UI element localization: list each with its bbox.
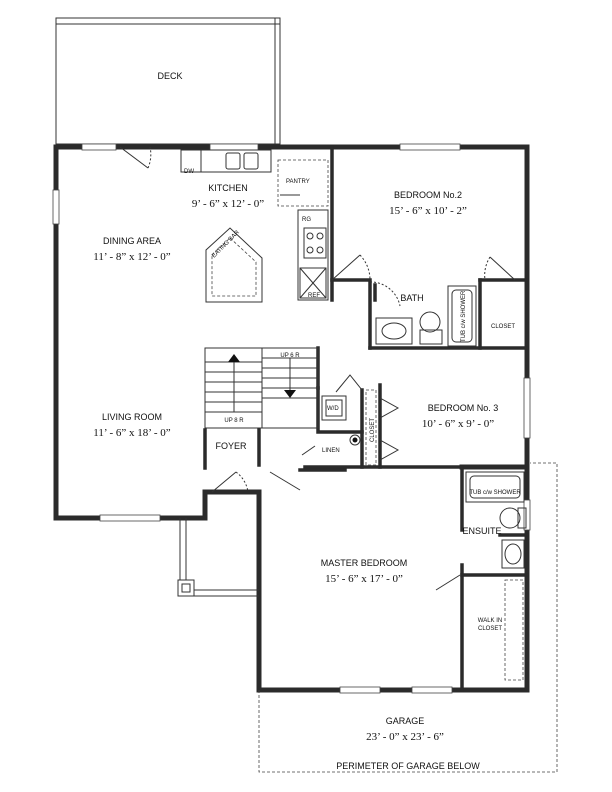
laundry xyxy=(321,374,400,466)
interior-walls xyxy=(203,145,529,692)
kitchen-dims: 9’ - 6” x 12’ - 0” xyxy=(192,198,264,210)
garage-perimeter xyxy=(258,462,558,773)
dining-dims: 11’ - 8” x 12’ - 0” xyxy=(93,251,170,263)
ref-label: REF xyxy=(308,293,320,299)
master-dims: 15’ - 6” x 17’ - 0” xyxy=(325,573,403,585)
bedroom3-dims: 10’ - 6” x 9’ - 0” xyxy=(422,418,494,430)
deck xyxy=(55,17,281,145)
garage-label: GARAGE xyxy=(386,716,425,726)
stairs-up-upper-label: UP 6 R xyxy=(280,353,300,359)
linen-label: LINEN xyxy=(322,448,340,454)
garage-dims: 23’ - 0” x 23’ - 6” xyxy=(366,731,444,743)
foyer-label: FOYER xyxy=(215,441,247,451)
bedroom3-closet-label: CLOSET xyxy=(370,418,376,442)
dw-label: DW xyxy=(184,169,194,175)
bedroom2-doors xyxy=(331,254,516,281)
bedroom3-label: BEDROOM No. 3 xyxy=(428,403,499,413)
kitchen-label: KITCHEN xyxy=(208,183,248,193)
stairs xyxy=(204,347,319,429)
ensuite-tub-label: TUB c/w SHOWER xyxy=(469,490,521,496)
dining-label: DINING AREA xyxy=(103,236,161,246)
bedroom2-dims: 15’ - 6” x 10’ - 2” xyxy=(389,205,467,217)
ensuite-label: ENSUITE xyxy=(462,526,501,536)
entry xyxy=(177,445,316,597)
master-label: MASTER BEDROOM xyxy=(321,558,408,568)
pantry-label: PANTRY xyxy=(286,179,310,185)
wd-label: W/D xyxy=(327,406,339,412)
walkin-label-2: CLOSET xyxy=(478,626,502,632)
ensuite-fixtures xyxy=(435,471,527,681)
bath-label: BATH xyxy=(400,293,423,303)
stairs-up-lower-label: UP 8 R xyxy=(224,418,244,424)
bedroom2-label: BEDROOM No.2 xyxy=(394,190,462,200)
walkin-label-1: WALK IN xyxy=(478,618,502,624)
bath-fixtures xyxy=(369,281,477,347)
eating-bar-label: EATING BAR xyxy=(211,229,241,259)
garage-perimeter-note: PERIMETER OF GARAGE BELOW xyxy=(336,761,480,771)
windows xyxy=(52,143,531,694)
rg-label: RG xyxy=(302,217,311,223)
bath-tub-label: TUB c/w SHOWER xyxy=(461,290,467,342)
living-dims: 11’ - 6” x 18’ - 0” xyxy=(93,427,170,439)
deck-label: DECK xyxy=(157,71,182,81)
kitchen-fixtures xyxy=(119,146,329,303)
living-label: LIVING ROOM xyxy=(102,412,162,422)
bath-closet-label: CLOSET xyxy=(491,324,515,330)
